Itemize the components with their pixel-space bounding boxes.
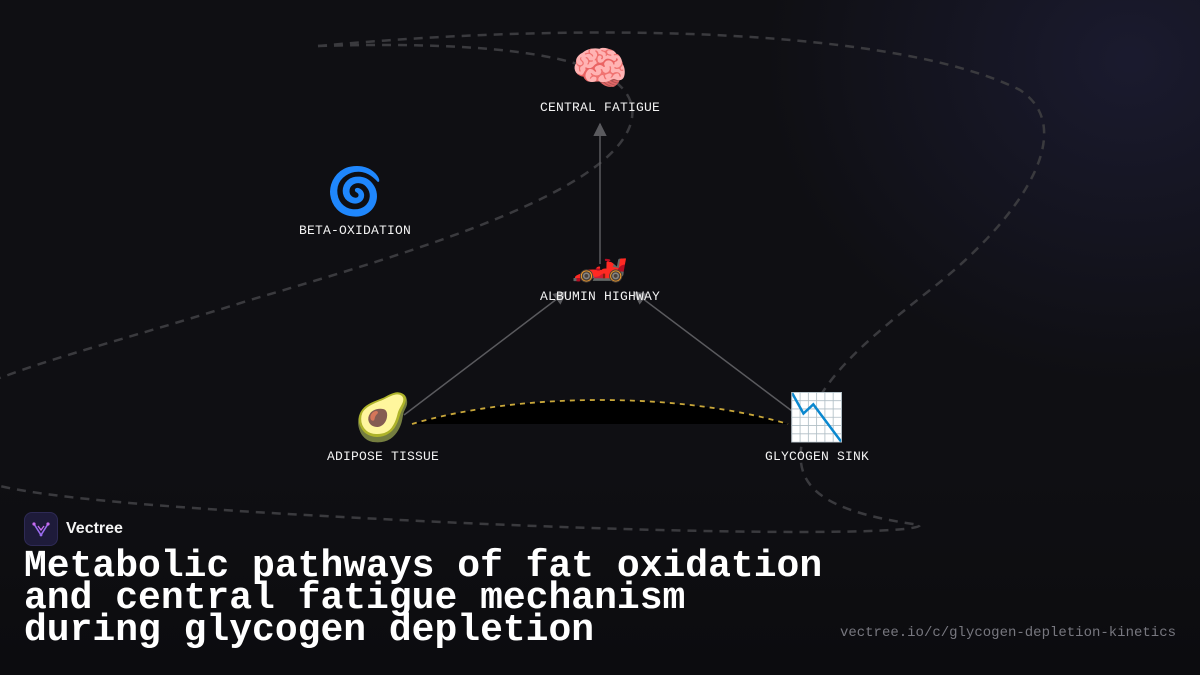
chart-decreasing-icon: 📉 [788,390,846,444]
source-url[interactable]: vectree.io/c/glycogen-depletion-kinetics [839,625,1176,641]
edge-adipose-glycogen [411,399,789,425]
race-car-icon: 🏎️ [571,230,629,284]
node-label: ADIPOSE TISSUE [326,449,440,464]
node-label: CENTRAL FATIGUE [539,100,661,115]
node-label: GLYCOGEN SINK [764,449,870,464]
node-label: ALBUMIN HIGHWAY [539,289,661,304]
avocado-icon: 🥑 [354,390,412,444]
page-title: Metabolic pathways of fat oxidation and … [24,545,823,652]
background-curve-2 [0,31,1046,534]
node-glycogen-sink: 📉 GLYCOGEN SINK [765,389,869,464]
brand-name: Vectree [66,520,123,537]
cyclone-icon: 🌀 [326,164,384,218]
vectree-logo-icon [24,512,58,546]
edge-adipose-glycogen-fill [412,400,788,424]
node-adipose-tissue: 🥑 ADIPOSE TISSUE [327,389,439,464]
node-albumin-highway: 🏎️ ALBUMIN HIGHWAY [540,229,660,304]
brand: Vectree [24,512,123,546]
background-curve-1 [0,43,634,380]
edge-adipose-albumin [403,291,568,416]
node-label: BETA-OXIDATION [298,223,412,238]
edge-glycogen-albumin [632,291,793,412]
node-central-fatigue: 🧠 CENTRAL FATIGUE [540,40,660,115]
brain-icon: 🧠 [571,41,629,95]
node-beta-oxidation: 🌀 BETA-OXIDATION [299,163,411,238]
